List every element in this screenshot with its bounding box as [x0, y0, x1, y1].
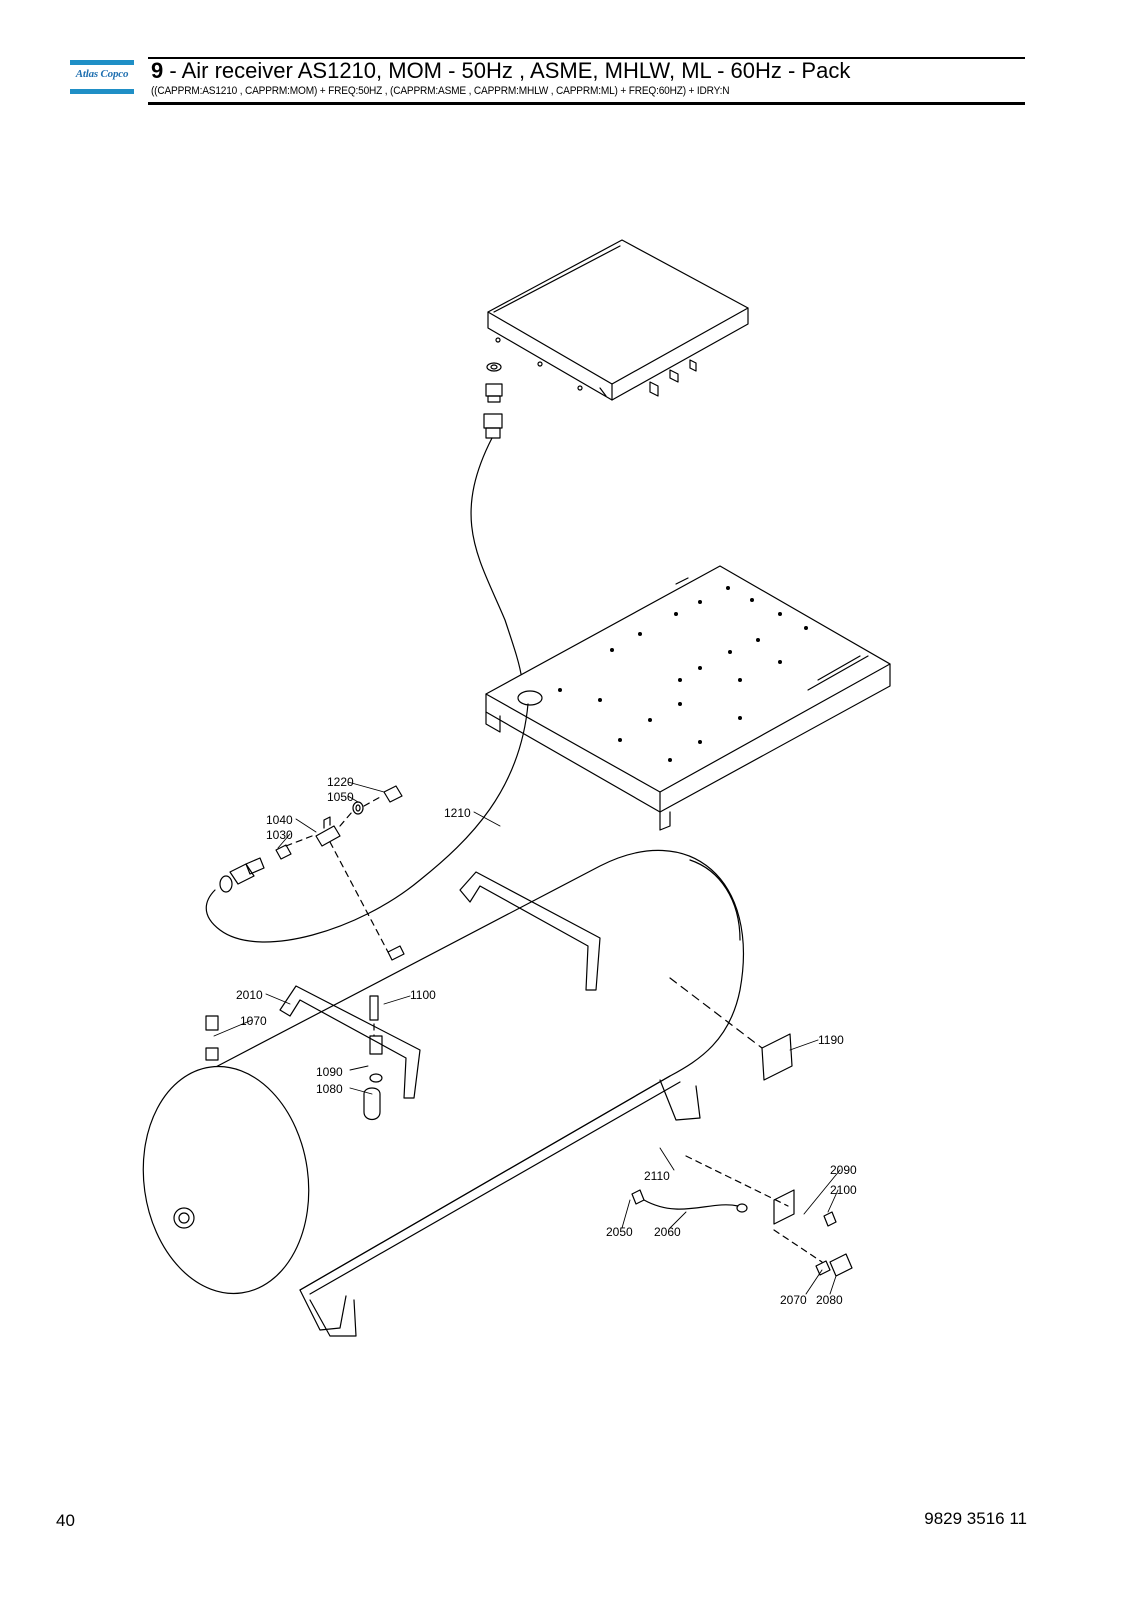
callout-2060: 2060: [654, 1225, 681, 1239]
page-subtitle: ((CAPPRM:AS1210 , CAPPRM:MOM) + FREQ:50H…: [151, 85, 730, 97]
header-rule-top: [148, 57, 1025, 59]
callout-1080: 1080: [316, 1082, 343, 1096]
callout-1220: 1220: [327, 775, 354, 789]
logo-bar-bottom: [70, 89, 134, 94]
logo-bar-top: [70, 60, 134, 65]
fitting-group-drawing: [219, 785, 405, 961]
air-receiver-tank-drawing: [142, 849, 853, 1337]
callout-1040: 1040: [266, 813, 293, 827]
top-unit-drawing: [470, 239, 749, 681]
page-title: 9 - Air receiver AS1210, MOM - 50Hz , AS…: [151, 57, 850, 85]
callout-2070: 2070: [780, 1293, 807, 1307]
callout-1070: 1070: [240, 1014, 267, 1028]
callout-1100: 1100: [410, 988, 436, 1002]
header-rule-bottom: [148, 102, 1025, 105]
logo-wordmark: Atlas Copco: [75, 68, 129, 80]
callout-1210: 1210: [444, 806, 471, 820]
callout-2050: 2050: [606, 1225, 633, 1239]
document-number: 9829 3516 11: [924, 1509, 1027, 1528]
callout-2080: 2080: [816, 1293, 843, 1307]
callout-1090: 1090: [316, 1065, 343, 1079]
callout-2090: 2090: [830, 1163, 857, 1177]
title-text: - Air receiver AS1210, MOM - 50Hz , ASME…: [163, 58, 851, 83]
callout-1190: 1190: [818, 1033, 844, 1047]
callout-1030: 1030: [266, 828, 293, 842]
callout-2110: 2110: [644, 1169, 670, 1183]
page-number: 40: [56, 1511, 75, 1530]
section-number: 9: [151, 58, 164, 83]
frame-plate-drawing: [205, 565, 891, 943]
callout-1050: 1050: [327, 790, 354, 804]
callout-2100: 2100: [830, 1183, 857, 1197]
atlas-copco-logo: Atlas Copco: [70, 60, 134, 96]
callout-2010: 2010: [236, 988, 263, 1002]
callout-labels: 1220 1050 1040 1030 1210 2010 1100 1070 …: [236, 775, 857, 1307]
leader-lines: [213, 781, 841, 1295]
